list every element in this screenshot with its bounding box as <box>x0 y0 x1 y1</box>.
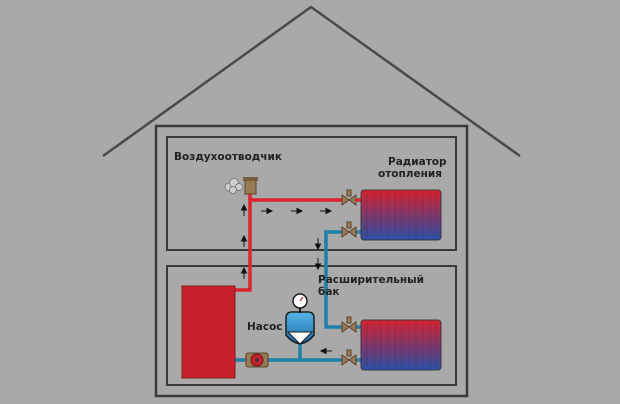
flow-arrow-icon <box>240 203 333 355</box>
valve-icon <box>341 349 357 366</box>
radiator-lower <box>360 319 442 371</box>
valve-icon <box>341 189 357 206</box>
label-air-vent: Воздухоотводчик <box>174 151 282 163</box>
boiler <box>181 285 236 379</box>
roof <box>102 5 521 158</box>
label-tank-line2: бак <box>318 286 340 298</box>
upper-floor <box>166 136 457 251</box>
radiator-upper <box>360 189 442 241</box>
valve-icon <box>341 316 357 333</box>
pump-icon <box>245 352 269 368</box>
pressure-gauge-icon <box>292 293 308 313</box>
label-radiator-line1: Радиатор <box>388 156 447 168</box>
return-pipe <box>235 230 361 362</box>
air-vent-icon <box>243 177 258 195</box>
label-tank-line1: Расширительный <box>318 274 425 286</box>
house-outer-wall <box>154 124 469 398</box>
valve-icon <box>341 221 357 238</box>
steam-cloud-icon <box>224 178 243 194</box>
label-radiator-line2: отопления <box>378 168 442 180</box>
expansion-tank <box>285 311 315 345</box>
label-pump: Насос <box>247 321 283 333</box>
lower-floor <box>166 265 457 386</box>
